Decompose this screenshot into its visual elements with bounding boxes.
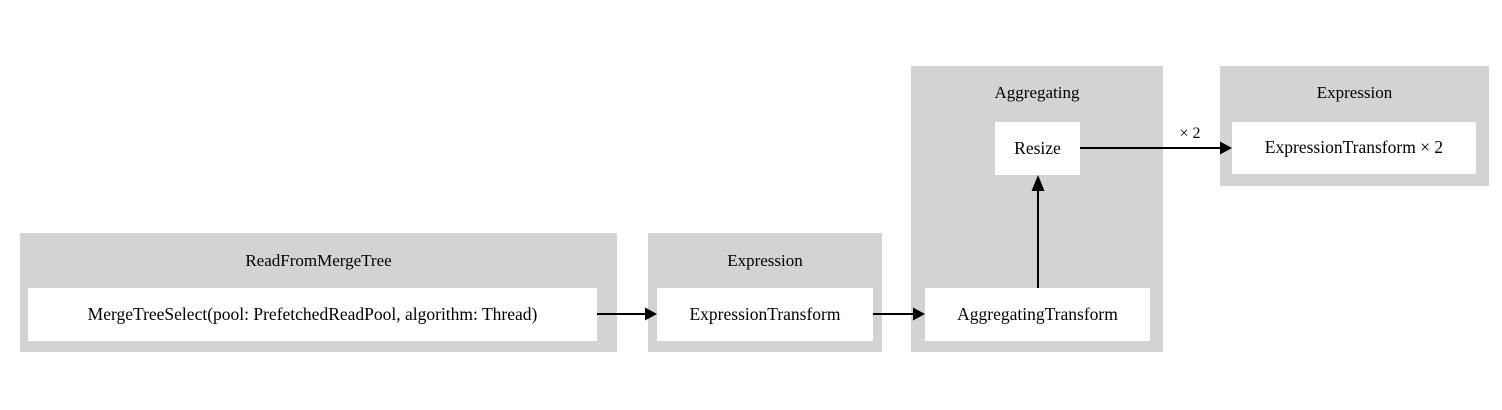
edge-aggregating-transform-to-resize (1028, 175, 1048, 288)
cluster-label-read-from-merge-tree: ReadFromMergeTree (245, 251, 392, 270)
cluster-label-aggregating: Aggregating (994, 83, 1080, 102)
node-expression-transform-x2[interactable]: ExpressionTransform × 2 (1232, 122, 1476, 174)
edge-merge-tree-select-to-expression-transform (597, 304, 657, 324)
node-merge-tree-select[interactable]: MergeTreeSelect(pool: PrefetchedReadPool… (28, 288, 597, 341)
edge-label-resize-to-expression-transform-x2: × 2 (1179, 125, 1201, 142)
node-resize[interactable]: Resize (995, 122, 1080, 175)
node-expression-transform[interactable]: ExpressionTransform (657, 288, 873, 341)
node-label-expression-transform: ExpressionTransform (689, 303, 841, 324)
edge-resize-to-expression-transform-x2 (1080, 138, 1232, 158)
cluster-label-expression-2: Expression (1316, 83, 1393, 102)
node-label-merge-tree-select: MergeTreeSelect(pool: PrefetchedReadPool… (87, 303, 538, 324)
edge-expression-transform-to-aggregating-transform (873, 304, 925, 324)
cluster-label-expression-1: Expression (727, 251, 803, 270)
node-label-resize: Resize (1014, 137, 1061, 158)
node-aggregating-transform[interactable]: AggregatingTransform (925, 288, 1150, 341)
node-label-aggregating-transform: AggregatingTransform (957, 303, 1118, 324)
node-label-expression-transform-x2: ExpressionTransform × 2 (1264, 137, 1444, 158)
